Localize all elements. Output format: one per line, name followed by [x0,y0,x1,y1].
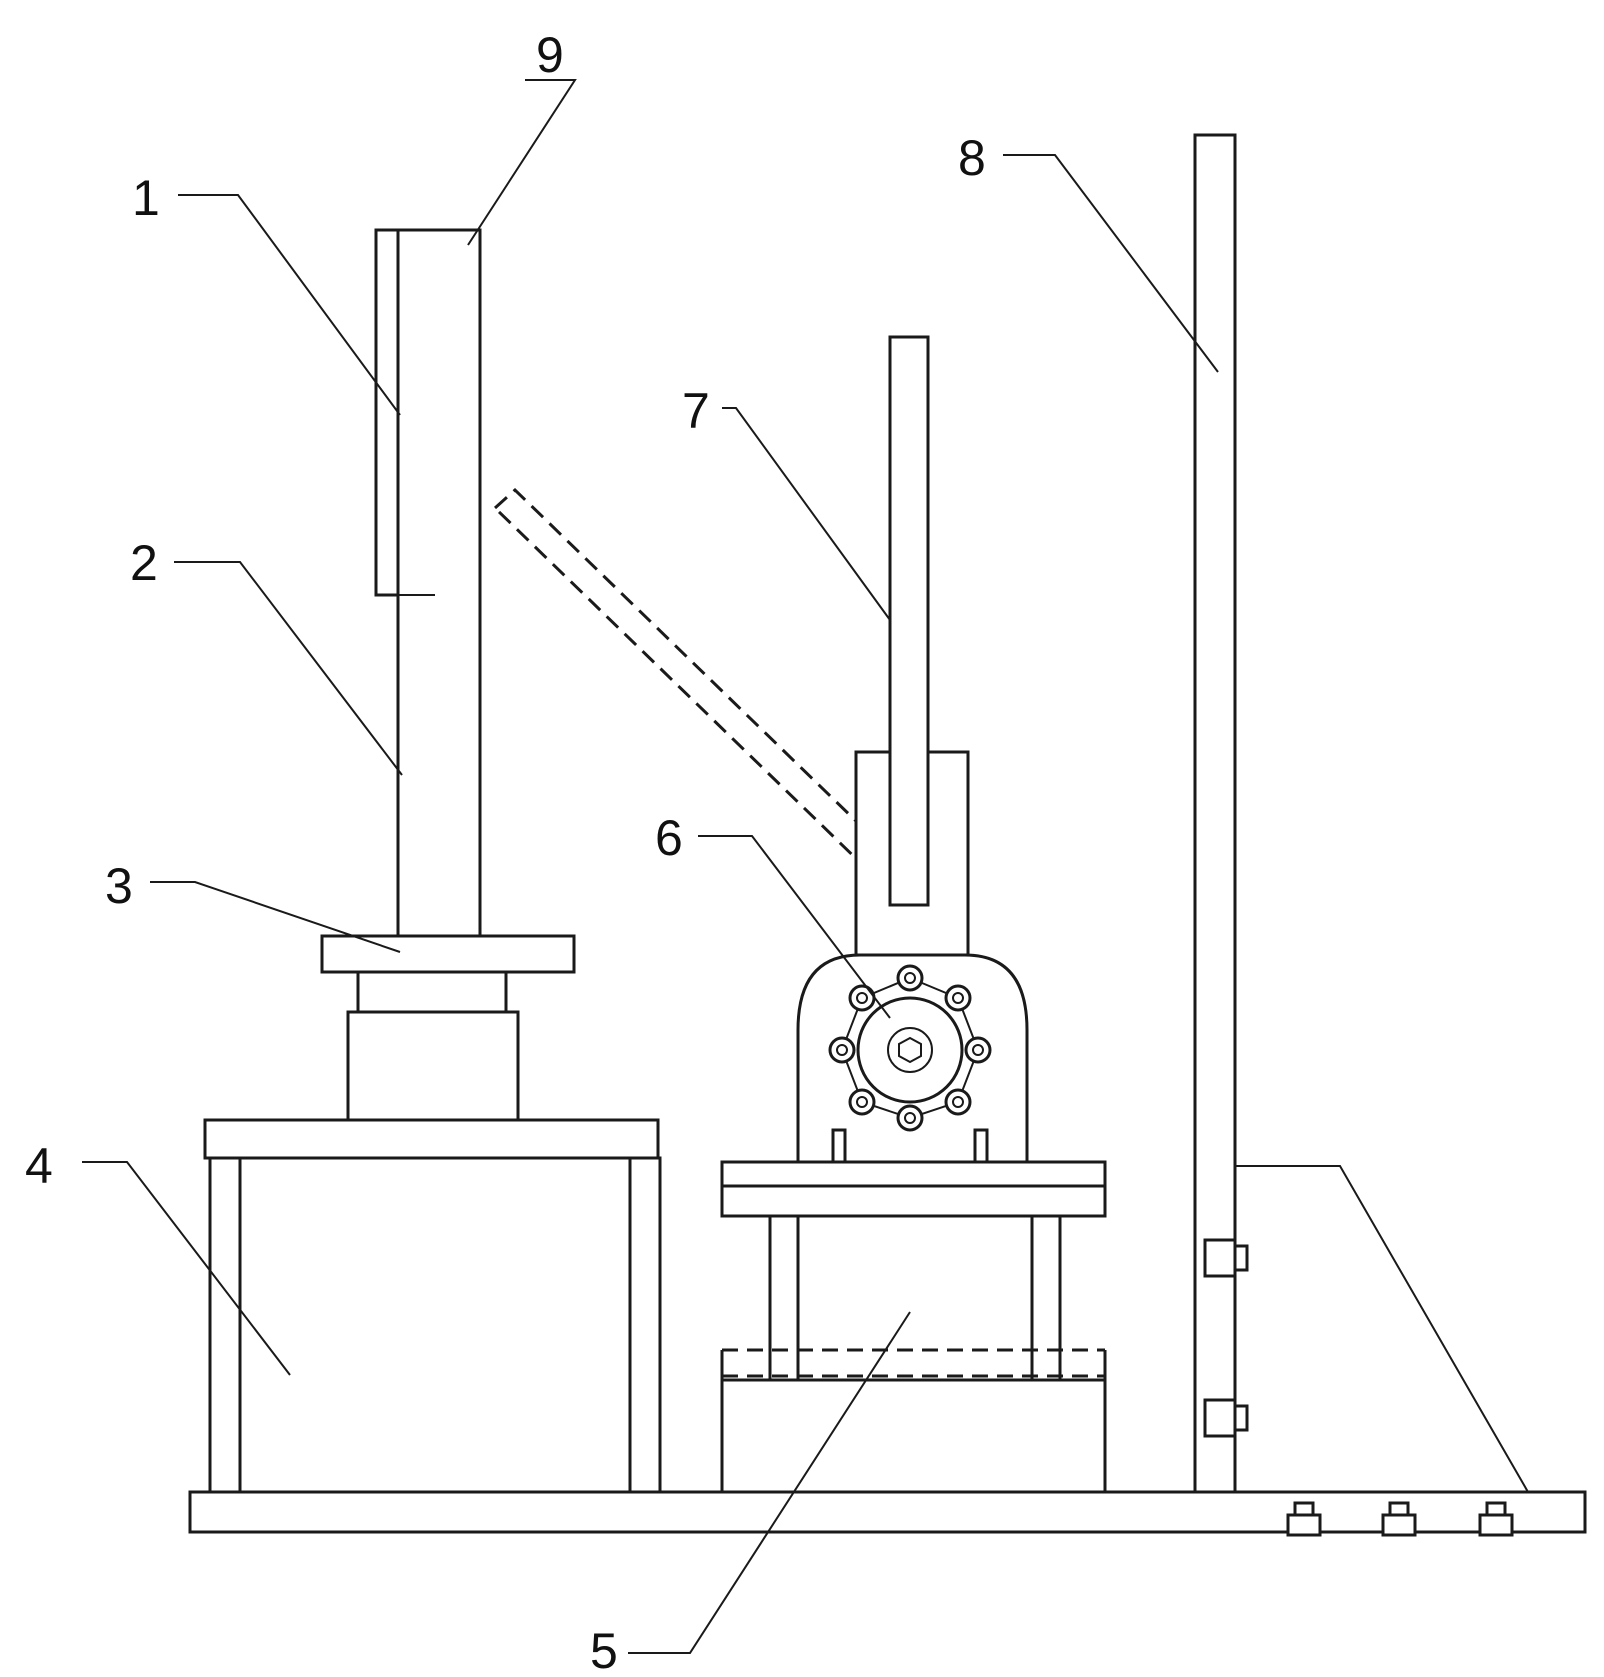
label-7: 7 [682,383,710,439]
left-frame [205,1120,660,1492]
cylinder-neck [358,972,506,1012]
label-3: 3 [105,858,133,914]
mounting-plate [322,936,574,972]
right-post [1195,135,1235,1492]
vertical-arm [890,337,928,905]
middle-table [722,1162,1105,1492]
side-guide-bar [376,230,398,595]
label-1: 1 [132,170,160,226]
rotor-disc [858,998,962,1102]
base-plate [190,1492,1585,1532]
label-5: 5 [590,1623,618,1677]
label-4: 4 [25,1138,53,1194]
label-2: 2 [130,535,158,591]
label-6: 6 [655,810,683,866]
label-8: 8 [958,130,986,186]
vertical-column [398,230,480,936]
cylinder-body [348,1012,518,1120]
label-9: 9 [536,27,564,83]
